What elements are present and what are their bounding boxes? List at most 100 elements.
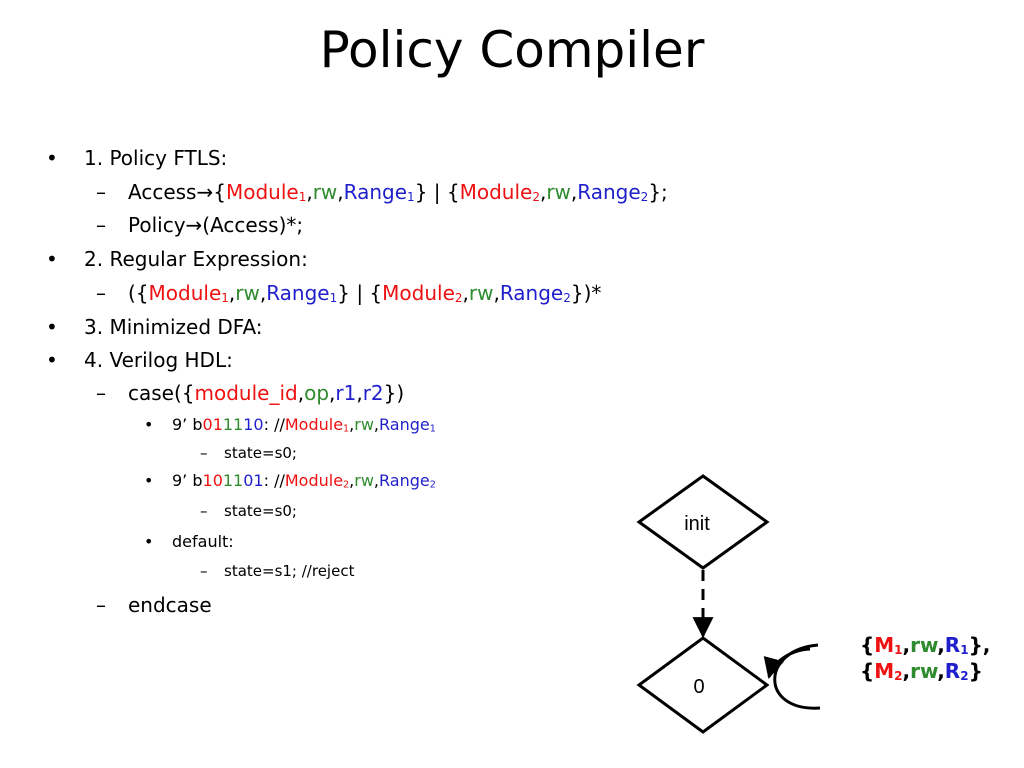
- comma: ,: [462, 281, 469, 305]
- comma: ,: [356, 381, 363, 405]
- dash-marker: –: [96, 593, 106, 617]
- init-node-shape: [636, 474, 770, 570]
- comma: ,: [349, 471, 355, 490]
- separator: } | {: [337, 281, 383, 305]
- case-item-module1: • 9’ b011110: //Module1,rw,Range1: [144, 415, 436, 435]
- s0-node-label: 0: [693, 676, 704, 698]
- right-arrow-icon: →: [196, 180, 214, 204]
- self-loop-label-line-2: {M2,rw,R2}: [860, 659, 983, 683]
- range-token: Range1: [379, 415, 436, 435]
- bullet-item-regular-expression: • 2. Regular Expression:: [46, 247, 308, 271]
- rw-token: rw: [235, 281, 260, 305]
- policy-rest: (Access)*;: [202, 213, 304, 237]
- r-token: R1: [944, 633, 969, 657]
- module-token: Module2: [459, 180, 540, 204]
- access-prefix: Access: [128, 180, 197, 204]
- dash-marker: –: [96, 180, 106, 204]
- bullet-text: 4. Verilog HDL:: [84, 348, 233, 372]
- case-item-module2: • 9’ b101101: //Module2,rw,Range2: [144, 471, 436, 491]
- comma: ,: [373, 471, 380, 490]
- statement-text: state=s1; //reject: [224, 562, 355, 580]
- m-token: M1: [874, 633, 903, 657]
- bullet-item-verilog-hdl: • 4. Verilog HDL:: [46, 348, 233, 372]
- case-keyword: case({: [128, 381, 195, 405]
- module-token: Module1: [148, 281, 229, 305]
- sub-item-endcase: – endcase: [96, 593, 212, 617]
- comma: ,: [337, 180, 344, 204]
- statement-text: state=s0;: [224, 502, 297, 520]
- comment-marker: : //: [263, 415, 285, 434]
- comma: ,: [329, 381, 336, 405]
- comma: ,: [297, 381, 305, 405]
- bullet-marker: •: [144, 415, 154, 434]
- statement-text: state=s0;: [224, 444, 297, 462]
- range-token: Range2: [379, 471, 436, 491]
- brace: }): [383, 381, 405, 405]
- comma: ,: [570, 180, 578, 204]
- sub-item-regex: – ({Module1,rw,Range1} | {Module2,rw,Ran…: [96, 281, 601, 305]
- rw-token: rw: [910, 659, 938, 683]
- self-loop-label: {M1,rw,R1}, {M2,rw,R2}: [860, 632, 990, 684]
- case-item-default: • default:: [144, 532, 234, 551]
- comment-marker: : //: [263, 471, 285, 490]
- module-bits: 01: [202, 415, 223, 434]
- dash-marker: –: [200, 502, 208, 520]
- policy-prefix: Policy: [128, 213, 186, 237]
- bullet-text: 2. Regular Expression:: [84, 247, 308, 271]
- case-item-module2-statement: – state=s0;: [200, 502, 297, 520]
- module-token: Module1: [225, 180, 307, 204]
- endcase-keyword: endcase: [128, 593, 212, 617]
- dash-marker: –: [200, 444, 208, 462]
- comma: ,: [228, 281, 236, 305]
- range-token: Range1: [343, 180, 415, 204]
- sub-item-policy-rule: – Policy→(Access)*;: [96, 213, 304, 237]
- paren-brace: ({: [128, 281, 149, 305]
- range-bits: 10: [243, 415, 264, 434]
- range-token: Range1: [266, 281, 338, 305]
- rw-token: rw: [910, 633, 938, 657]
- right-arrow-icon: →: [185, 213, 203, 237]
- rw-token: rw: [546, 180, 571, 204]
- bullet-marker: •: [46, 146, 58, 170]
- s0-self-loop-edge: [769, 643, 821, 710]
- comma: ,: [306, 180, 313, 204]
- range-token: Range2: [577, 180, 649, 204]
- rw-token: rw: [354, 415, 374, 434]
- module-token: Module2: [284, 471, 350, 491]
- comma: ,: [539, 180, 547, 204]
- dash-marker: –: [96, 281, 106, 305]
- comma: ,: [493, 281, 500, 305]
- r-token: R2: [944, 659, 969, 683]
- r2-token: r2: [362, 381, 384, 405]
- rw-token: rw: [354, 471, 374, 490]
- bit-width-prefix: 9’ b: [172, 471, 203, 490]
- init-node-label: init: [684, 513, 710, 535]
- default-label: default:: [172, 532, 234, 551]
- bit-width-prefix: 9’ b: [172, 415, 203, 434]
- comma: ,: [259, 281, 267, 305]
- page-title: Policy Compiler: [319, 21, 705, 79]
- bullet-marker: •: [144, 471, 154, 490]
- sub-item-case-header: – case({module_id,op,r1,r2}): [96, 381, 405, 405]
- module-token: Module2: [382, 281, 463, 305]
- bullet-marker: •: [46, 247, 58, 271]
- bullet-item-minimized-dfa: • 3. Minimized DFA:: [46, 315, 263, 339]
- dash-marker: –: [200, 562, 208, 580]
- m-token: M2: [874, 659, 903, 683]
- dash-marker: –: [96, 381, 106, 405]
- range-bits: 01: [243, 471, 264, 490]
- sub-item-access-rule: – Access→{Module1,rw,Range1} | {Module2,…: [96, 180, 668, 204]
- module-bits: 10: [202, 471, 223, 490]
- bullet-list: • 1. Policy FTLS: – Access→{Module1,rw,R…: [46, 146, 668, 617]
- module-token: Module1: [284, 415, 350, 435]
- dash-marker: –: [96, 213, 106, 237]
- range-token: Range2: [499, 281, 571, 305]
- brace: };: [648, 180, 668, 204]
- rw-token: rw: [312, 180, 338, 204]
- bullet-marker: •: [46, 348, 58, 372]
- s0-node-shape: [636, 636, 770, 734]
- bullet-marker: •: [144, 532, 154, 551]
- op-bits: 11: [222, 471, 244, 490]
- bullet-text: 3. Minimized DFA:: [84, 315, 263, 339]
